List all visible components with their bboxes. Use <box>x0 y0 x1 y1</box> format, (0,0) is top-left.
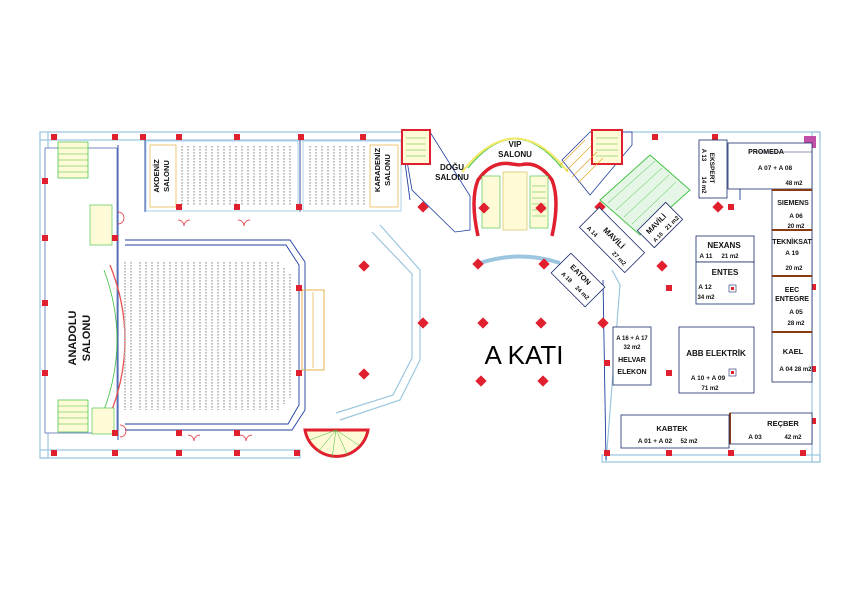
nexans-code: A 11 <box>699 253 713 260</box>
booth-recber[interactable]: REÇBER A 03 42 m2 <box>729 412 813 445</box>
kabtek-area: 52 m2 <box>680 439 698 445</box>
akdeniz-hall: AKDENİZ SALONU <box>145 140 299 212</box>
nexans-name: NEXANS <box>707 241 741 250</box>
kael-name: KAEL <box>783 347 804 356</box>
eec-code: A 05 <box>789 309 803 316</box>
booth-kabtek[interactable]: KABTEK A 01 + A 02 52 m2 <box>620 414 730 449</box>
vip-label-2: SALONU <box>498 150 532 159</box>
atrium-arc <box>479 254 561 265</box>
left-stairs <box>57 141 115 435</box>
dogu-hall: DOĞU SALONU <box>401 129 471 233</box>
ekspert-area: 14 m2 <box>700 176 706 194</box>
promeda-code: A 07 + A 08 <box>758 165 793 172</box>
helvar-name2: ELEKON <box>617 369 646 376</box>
booth-nexans[interactable]: NEXANS A 11 21 m2 <box>695 235 755 263</box>
teknisat-name: TEKNİKSAT <box>772 238 812 246</box>
booth-ekspert[interactable]: EKSPERT A 13 14 m2 <box>698 139 728 199</box>
vip-label-1: VIP <box>509 140 523 149</box>
kabtek-name: KABTEK <box>656 424 688 433</box>
promeda-area: 48 m2 <box>785 181 803 187</box>
entes-name: ENTES <box>712 268 739 277</box>
helvar-code: A 16 + A 17 <box>616 336 648 342</box>
booth-kael[interactable]: KAEL A 04 28 m2 <box>771 331 813 383</box>
akdeniz-label-2: SALONU <box>162 160 171 192</box>
abb-area: 71 m2 <box>701 386 719 392</box>
entes-code: A 12 <box>698 284 712 291</box>
karadeniz-hall: KARADENİZ SALONU <box>302 140 402 212</box>
teknisat-area: 20 m2 <box>785 266 803 272</box>
siemens-name: SIEMENS <box>777 200 809 207</box>
booth-helvar[interactable]: A 16 + A 17 32 m2 HELVAR ELEKON <box>612 326 652 386</box>
doors <box>117 211 253 442</box>
booth-abb[interactable]: ABB ELEKTRİK A 10 + A 09 71 m2 <box>678 326 755 394</box>
ekspert-code: A 13 <box>700 149 706 162</box>
eec-area: 28 m2 <box>787 321 805 327</box>
siemens-code: A 06 <box>789 213 803 220</box>
recber-code: A 03 <box>748 434 762 441</box>
abb-code: A 10 + A 09 <box>691 375 726 382</box>
kael-code: A 04 <box>779 366 793 373</box>
booth-mavili-a14[interactable]: MAVİLİ A 14 27 m2 <box>578 206 646 274</box>
booth-promeda[interactable]: PROMEDA A 07 + A 08 48 m2 <box>727 142 813 190</box>
eec-name2: ENTEGRE <box>775 296 809 303</box>
abb-name: ABB ELEKTRİK <box>686 349 746 358</box>
siemens-area: 20 m2 <box>787 224 805 230</box>
outer-walls <box>39 131 821 463</box>
eec-name1: EEC <box>785 287 799 294</box>
nexans-area: 21 m2 <box>721 254 739 260</box>
anadolu-label-2: SALONU <box>81 315 93 362</box>
kabtek-code: A 01 + A 02 <box>638 438 673 445</box>
anadolu-hall: ANADOLU SALONU <box>44 147 325 434</box>
karadeniz-label-1: KARADENİZ <box>373 148 382 193</box>
spiral-stair <box>303 428 370 459</box>
vip-hall: VIP SALONU <box>461 137 569 237</box>
ekspert-name: EKSPERT <box>708 153 715 184</box>
recber-name: REÇBER <box>767 419 799 428</box>
helvar-area: 32 m2 <box>623 345 641 351</box>
booth-mavili-a15[interactable]: MAVİLİ A 15 21 m2 <box>636 201 684 249</box>
right-stairs <box>559 129 633 196</box>
karadeniz-label-2: SALONU <box>383 154 392 186</box>
teknisat-code: A 19 <box>785 250 799 257</box>
booth-entes[interactable]: ENTES A 12 34 m2 <box>695 261 755 305</box>
helvar-name1: HELVAR <box>618 357 646 364</box>
entes-area: 34 m2 <box>697 295 715 301</box>
dogu-label-2: SALONU <box>435 173 469 182</box>
recber-area: 42 m2 <box>784 435 802 441</box>
kael-area: 28 m2 <box>794 367 812 373</box>
booth-teknisat[interactable]: TEKNİKSAT A 19 20 m2 <box>771 229 812 277</box>
anadolu-label-1: ANADOLU <box>67 310 79 365</box>
promeda-name: PROMEDA <box>748 149 784 156</box>
floor-title: A KATI <box>485 340 564 370</box>
escalator-block <box>599 154 691 236</box>
columns <box>42 134 816 456</box>
dogu-label-1: DOĞU <box>440 163 464 172</box>
booth-eec[interactable]: EEC ENTEGRE A 05 28 m2 <box>771 275 813 333</box>
booth-siemens[interactable]: SIEMENS A 06 20 m2 <box>771 189 813 231</box>
akdeniz-label-1: AKDENİZ <box>152 159 161 193</box>
